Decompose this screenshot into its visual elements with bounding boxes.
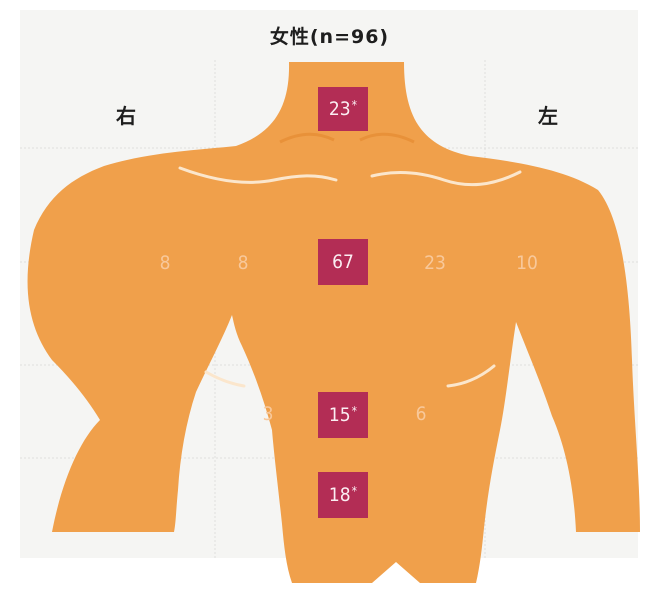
value-chest-left: 10 (507, 252, 547, 274)
value-box-neck: 23* (318, 87, 368, 131)
value-box-chest-center: 67 (318, 239, 368, 285)
value-chest-right: 8 (145, 252, 185, 274)
side-label-left: 左 (538, 100, 558, 129)
value-neck: 23 (329, 98, 351, 120)
value-abdomen-center: 15 (329, 404, 351, 426)
value-box-abdomen-center: 15* (318, 392, 368, 438)
value-abdomen-left: 6 (401, 403, 441, 425)
diagram-title: 女性(n=96) (0, 22, 659, 49)
side-label-right: 右 (116, 100, 136, 129)
value-abdomen-right: 3 (248, 403, 288, 425)
value-lower-center: 18 (329, 484, 351, 506)
value-chest-inner-right: 8 (223, 252, 263, 274)
value-box-lower-center: 18* (318, 472, 368, 518)
value-chest-inner-left: 23 (415, 252, 455, 274)
value-chest-center: 67 (332, 251, 354, 273)
